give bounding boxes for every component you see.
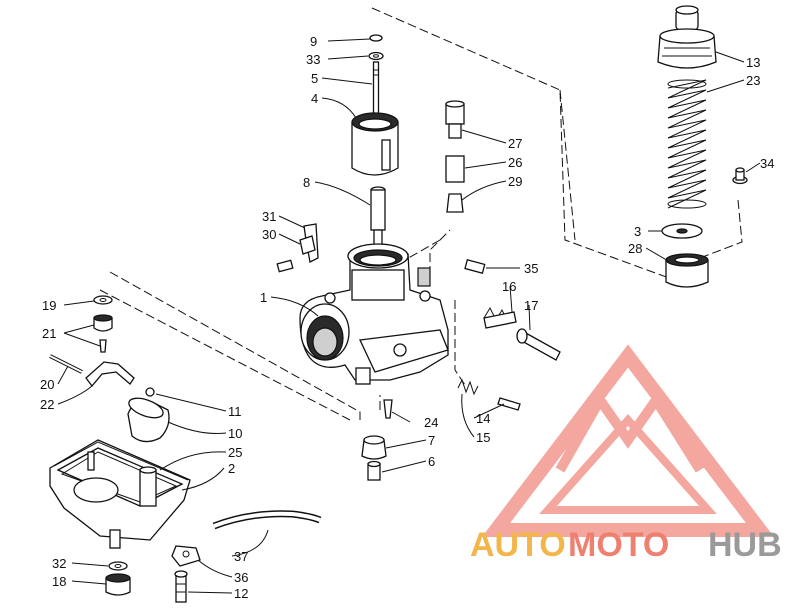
callout-14: 14 [476,411,490,426]
callout-34: 34 [760,156,774,171]
callout-16: 16 [502,279,516,294]
part-14-screw [497,397,521,411]
wordmark-moto: MOTO [568,526,669,564]
part-35-plug [464,259,486,274]
callout-1: 1 [260,290,267,305]
part-28-holder [665,253,709,288]
callout-9: 9 [310,34,317,49]
callout-18: 18 [52,574,66,589]
part-19-washer [93,295,113,305]
automotohub-wordmark: AUTO MOTO HUB [470,526,782,564]
part-30-screw [276,235,316,273]
callout-17: 17 [524,298,538,313]
part-36-plate [171,545,201,567]
automotohub-logo-icon [481,344,775,537]
part-22-float-arm [85,361,135,388]
wordmark-hub: HUB [708,526,782,564]
part-37-hose [212,510,322,530]
wordmark-auto: AUTO [470,526,566,564]
part-26-spring [445,155,465,183]
callout-31: 31 [262,209,276,224]
callout-3: 3 [634,224,641,239]
part-20-pin [49,354,83,374]
callout-23: 23 [746,73,760,88]
part-5-jet-needle [372,61,380,117]
part-7-main-jet-holder [361,435,387,460]
part-9-clip [369,34,383,42]
part-12-screw [174,570,188,603]
callout-8: 8 [303,175,310,190]
callout-19: 19 [42,298,56,313]
callout-labels: 9 33 5 4 8 31 30 1 27 26 29 35 16 17 13 … [40,34,774,601]
part-23-spring [667,79,707,209]
part-13-top-cap [657,5,717,69]
part-17-adjust-screw [516,328,561,361]
part-1-carburetor-body [299,243,449,385]
part-4-throttle-slide [351,112,399,176]
callout-30: 30 [262,227,276,242]
part-33-washer [368,51,384,61]
callout-26: 26 [508,155,522,170]
callout-7: 7 [428,433,435,448]
part-11-pin [145,387,155,397]
callout-37: 37 [234,549,248,564]
leader-lines [57,38,761,594]
callout-20: 20 [40,377,54,392]
part-18-drain-plug [105,573,131,596]
part-29-pilot-screw [446,193,464,213]
callout-24: 24 [424,415,438,430]
callout-11: 11 [228,404,242,419]
callout-29: 29 [508,174,522,189]
callout-4: 4 [311,91,318,106]
part-8-needle-jet [370,186,386,251]
callout-28: 28 [628,241,642,256]
callout-33: 33 [306,52,320,67]
part-27-cap [445,100,465,139]
callout-36: 36 [234,570,248,585]
callout-2: 2 [228,461,235,476]
callout-5: 5 [311,71,318,86]
callout-27: 27 [508,136,522,151]
callout-12: 12 [234,586,248,601]
part-16-spring [483,306,517,329]
callout-6: 6 [428,454,435,469]
callout-15: 15 [476,430,490,445]
part-25-gasket [53,441,189,481]
part-24-screw [383,399,393,419]
callout-21: 21 [42,326,56,341]
callout-10: 10 [228,426,242,441]
part-3-retainer [661,223,703,239]
part-15-spring [457,378,479,396]
callout-35: 35 [524,261,538,276]
part-34-screw [732,167,748,185]
assembly-lines [99,7,743,421]
callout-25: 25 [228,445,242,460]
callout-13: 13 [746,55,760,70]
part-2-float-bowl [49,439,191,549]
part-6-main-jet [367,460,381,481]
part-10-float [127,397,170,443]
callout-32: 32 [52,556,66,571]
part-21-needle-valve [93,314,113,353]
part-32-washer [108,561,128,571]
callout-22: 22 [40,397,54,412]
